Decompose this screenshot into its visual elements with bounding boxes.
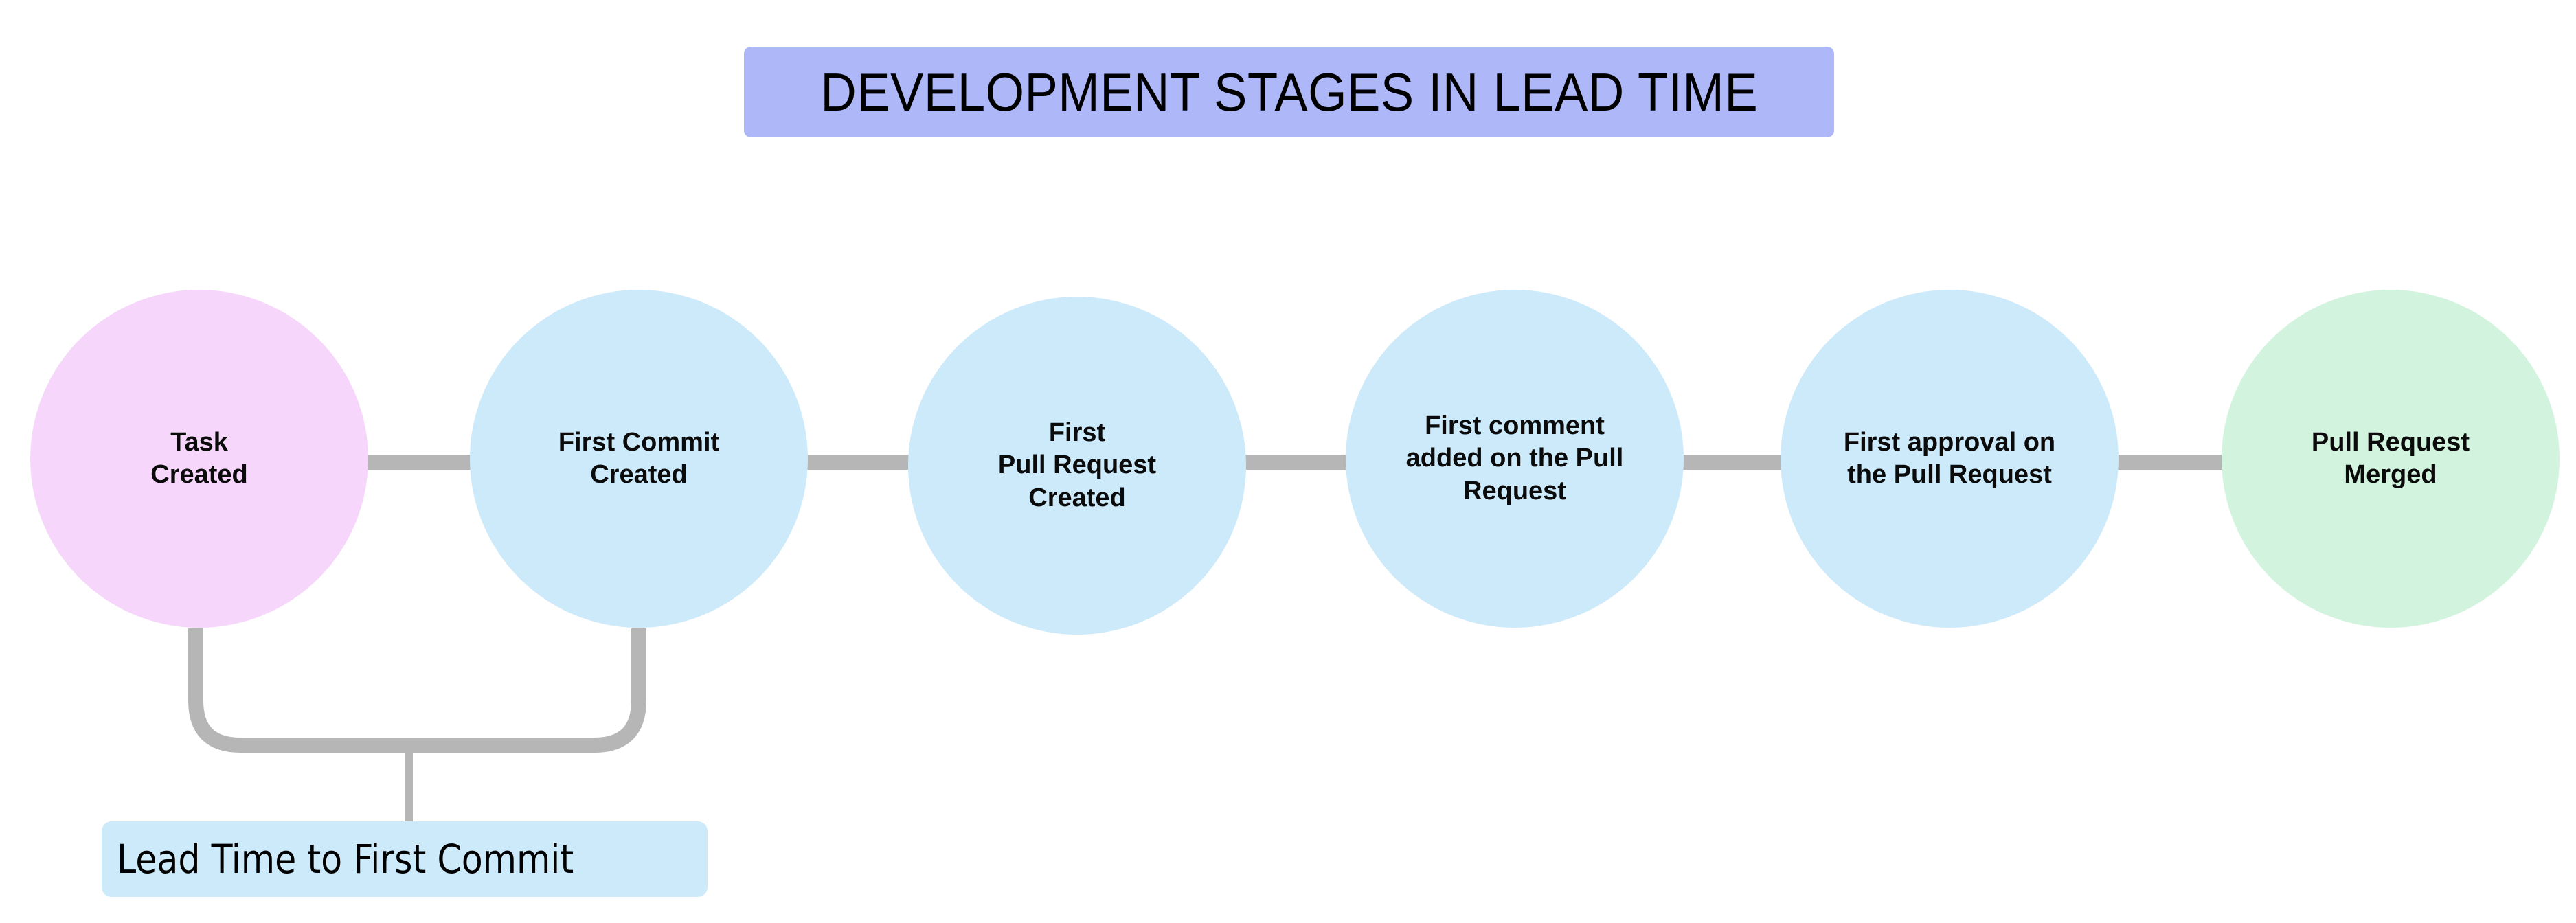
- lead-time-caption-text: Lead Time to First Commit: [117, 836, 574, 882]
- node-label: First comment added on the Pull Request: [1405, 411, 1624, 505]
- node-label: First Pull Request Created: [997, 418, 1157, 512]
- page-title-text: DEVELOPMENT STAGES IN LEAD TIME: [820, 61, 1758, 122]
- node-pull-request-merged[interactable]: Pull Request Merged: [2222, 290, 2560, 628]
- node-label: Task Created: [150, 427, 248, 490]
- node-label: First approval on the Pull Request: [1843, 427, 2056, 490]
- node-first-approval-on-pull-request[interactable]: First approval on the Pull Request: [1781, 290, 2119, 628]
- node-label: First Commit Created: [558, 427, 720, 490]
- node-first-comment-on-pull-request[interactable]: First comment added on the Pull Request: [1346, 290, 1684, 628]
- node-first-commit-created[interactable]: First Commit Created: [470, 290, 808, 628]
- lead-time-caption[interactable]: Lead Time to First Commit: [102, 821, 708, 897]
- node-first-pull-request-created[interactable]: First Pull Request Created: [908, 297, 1246, 635]
- page-title: DEVELOPMENT STAGES IN LEAD TIME: [744, 47, 1834, 137]
- lead-time-bracket: [188, 628, 646, 753]
- node-task-created[interactable]: Task Created: [30, 290, 368, 628]
- node-label: Pull Request Merged: [2311, 427, 2470, 490]
